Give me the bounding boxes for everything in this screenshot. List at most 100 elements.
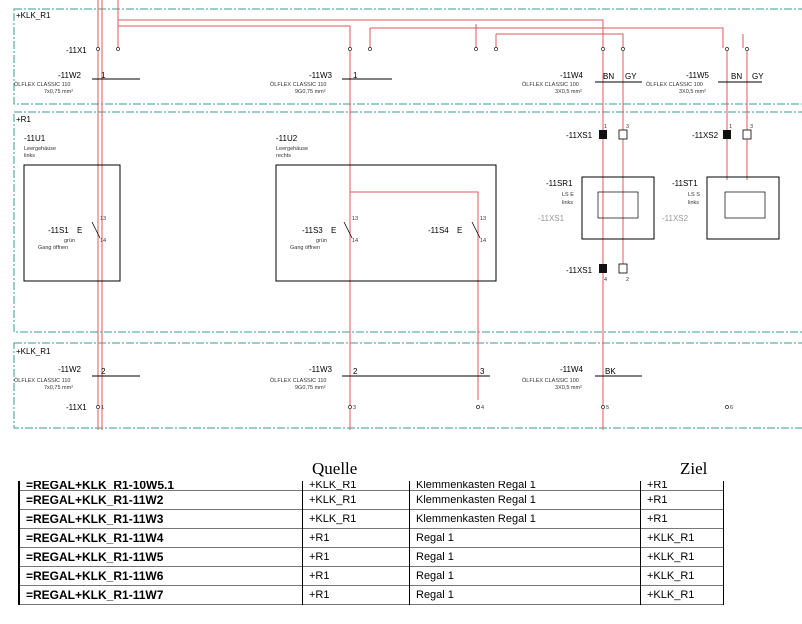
svg-text:3X0,5 mm²: 3X0,5 mm² <box>555 385 582 391</box>
wire-bus-6 <box>496 33 624 48</box>
cell-name: =REGAL+KLK_R1-11W4 <box>18 528 303 548</box>
switch-s1: -11S1 E grün Gang öffnen 13 14 <box>38 216 106 251</box>
cell-desc: Regal 1 <box>409 566 641 586</box>
cell-target: +R1 <box>640 481 724 491</box>
svg-text:-11W2: -11W2 <box>58 365 82 374</box>
svg-text:1: 1 <box>101 71 106 80</box>
svg-text:LS E: LS E <box>562 192 574 198</box>
svg-text:E: E <box>457 226 462 235</box>
cell-source: +R1 <box>302 566 410 586</box>
svg-text:1: 1 <box>729 124 732 130</box>
connector-xs1-top: -11XS1 1 3 <box>566 124 629 140</box>
svg-text:7x0,75 mm²: 7x0,75 mm² <box>44 89 73 95</box>
svg-text:BN: BN <box>603 72 614 81</box>
svg-text:ÖLFLEX CLASSIC 100: ÖLFLEX CLASSIC 100 <box>646 81 703 88</box>
svg-text:3: 3 <box>750 124 753 130</box>
sensor-sr1: -11SR1 LS E links -11XS1 <box>538 179 574 223</box>
cell-target: +R1 <box>640 509 724 529</box>
svg-text:GY: GY <box>752 72 764 81</box>
svg-text:BK: BK <box>605 367 616 376</box>
header-target: Ziel <box>680 459 708 478</box>
svg-text:links: links <box>688 200 699 206</box>
top-cable-11w4: -11W4 ÖLFLEX CLASSIC 100 3X0,5 mm² BN GY <box>522 71 637 95</box>
cell-desc: Klemmenkasten Regal 1 <box>409 509 641 529</box>
svg-text:Gang öffnen: Gang öffnen <box>290 245 320 251</box>
svg-text:3: 3 <box>480 367 485 376</box>
unit-u1-id: -11U1 <box>24 134 46 143</box>
cell-name: =REGAL+KLK_R1-11W3 <box>18 509 303 529</box>
svg-text:ÖLFLEX CLASSIC 110: ÖLFLEX CLASSIC 110 <box>14 81 70 88</box>
svg-text:9G0,75 mm²: 9G0,75 mm² <box>295 89 326 95</box>
connector-xs1-bottom: -11XS1 4 2 <box>566 263 629 283</box>
wiring-diagram: +KLK_R1 +R1 +KLK_R1 -11X1 - <box>13 0 802 430</box>
top-cable-11w2: -11W2 ÖLFLEX CLASSIC 110 7x0,75 mm² 1 <box>14 71 106 95</box>
svg-text:ÖLFLEX CLASSIC 100: ÖLFLEX CLASSIC 100 <box>522 377 579 384</box>
cell-name: =REGAL+KLK_R1-10W5.1 <box>18 481 303 491</box>
svg-text:-11W4: -11W4 <box>560 71 584 80</box>
sensor-sr1-box <box>581 176 655 240</box>
cell-source: +R1 <box>302 585 410 605</box>
svg-text:14: 14 <box>100 238 106 244</box>
box-bot-klk <box>13 342 802 429</box>
sensor-st1: -11ST1 LS S links -11XS2 <box>662 179 700 223</box>
cell-name: =REGAL+KLK_R1-11W5 <box>18 547 303 567</box>
cell-target: +KLK_R1 <box>640 547 724 567</box>
svg-text:-11W3: -11W3 <box>309 71 333 80</box>
svg-text:-11ST1: -11ST1 <box>672 179 698 188</box>
housing-u2 <box>275 164 497 282</box>
svg-text:links: links <box>562 200 573 206</box>
svg-text:1: 1 <box>604 124 607 130</box>
svg-text:14: 14 <box>480 238 486 244</box>
unit-u2-id: -11U2 <box>276 134 298 143</box>
switch-s4: -11S4 E 13 14 <box>428 216 486 244</box>
svg-text:2: 2 <box>101 367 106 376</box>
cell-desc: Klemmenkasten Regal 1 <box>409 481 641 491</box>
cell-desc: Regal 1 <box>409 547 641 567</box>
svg-text:-11SR1: -11SR1 <box>546 179 573 188</box>
svg-text:Gang öffnen: Gang öffnen <box>38 245 68 251</box>
svg-text:9G0,75 mm²: 9G0,75 mm² <box>295 385 326 391</box>
bot-cable-11w2: -11W2 ÖLFLEX CLASSIC 110 7x0,75 mm² 2 <box>14 365 106 391</box>
sensor-st1-box <box>706 176 780 240</box>
connector-xs2-top: -11XS2 1 3 <box>692 124 753 140</box>
cell-desc: Regal 1 <box>409 585 641 605</box>
svg-text:-11S4: -11S4 <box>428 226 449 235</box>
svg-text:ÖLFLEX CLASSIC 110: ÖLFLEX CLASSIC 110 <box>270 81 326 88</box>
svg-text:4: 4 <box>604 277 607 283</box>
svg-text:3X0,5 mm²: 3X0,5 mm² <box>555 89 582 95</box>
svg-text:BN: BN <box>731 72 742 81</box>
wire-bus-2 <box>118 25 351 48</box>
bot-cable-11w4: -11W4 ÖLFLEX CLASSIC 100 3X0,5 mm² BK <box>522 365 616 391</box>
svg-text:-11W5: -11W5 <box>686 71 710 80</box>
svg-text:1: 1 <box>353 71 358 80</box>
svg-text:links: links <box>24 153 35 159</box>
svg-text:ÖLFLEX CLASSIC 110: ÖLFLEX CLASSIC 110 <box>14 377 70 384</box>
cell-source: +KLK_R1 <box>302 490 410 510</box>
housing-u1 <box>23 164 121 282</box>
svg-text:-11XS1: -11XS1 <box>566 131 593 140</box>
bot-cable-11w3: -11W3 ÖLFLEX CLASSIC 110 9G0,75 mm² 2 3 <box>270 365 485 391</box>
box-label-mid: +R1 <box>16 115 31 124</box>
box-mid-r1 <box>13 111 802 333</box>
bot-terminal-label: -11X1 <box>66 403 87 412</box>
cell-desc: Regal 1 <box>409 528 641 548</box>
svg-text:grün: grün <box>64 238 75 244</box>
svg-text:ÖLFLEX CLASSIC 110: ÖLFLEX CLASSIC 110 <box>270 377 326 384</box>
svg-text:-11XS2: -11XS2 <box>692 131 719 140</box>
cell-source: +KLK_R1 <box>302 509 410 529</box>
svg-text:6: 6 <box>730 405 733 411</box>
svg-text:-11XS1: -11XS1 <box>566 266 593 275</box>
svg-text:3: 3 <box>626 124 629 130</box>
svg-text:2: 2 <box>353 367 358 376</box>
svg-text:E: E <box>77 226 82 235</box>
header-source: Quelle <box>312 459 358 478</box>
cell-target: +KLK_R1 <box>640 566 724 586</box>
